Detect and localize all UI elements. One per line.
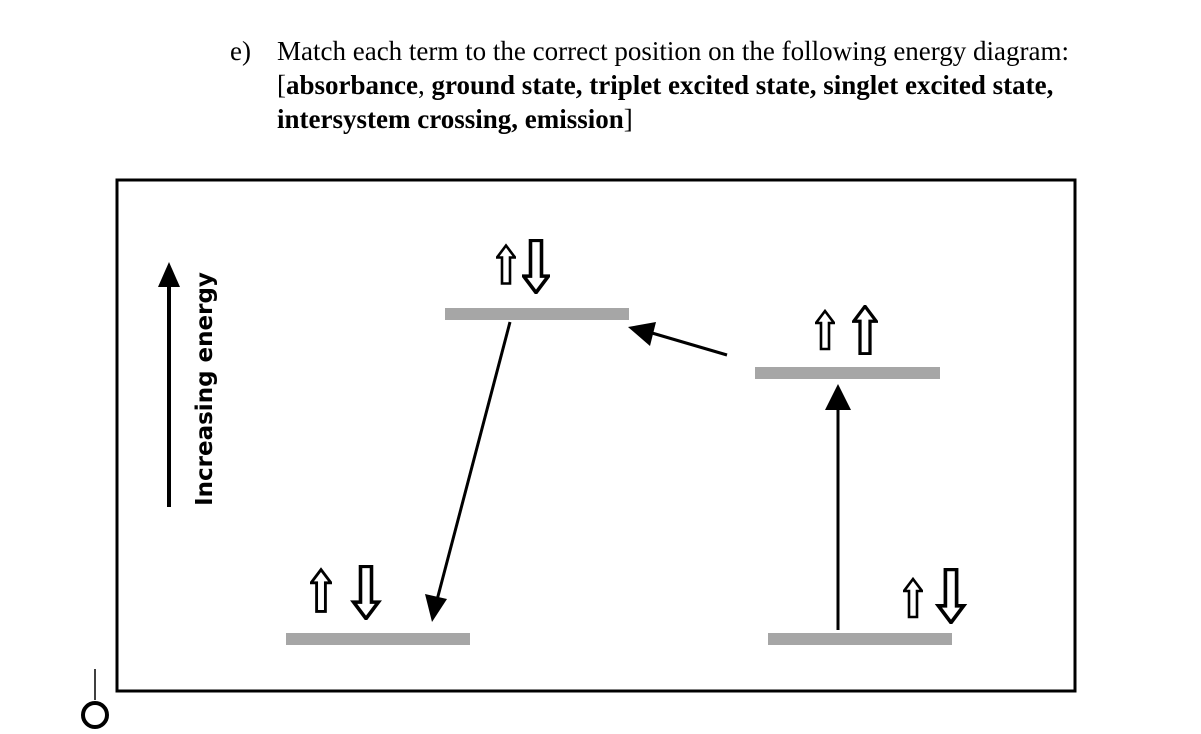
upper-level-spins <box>496 239 550 294</box>
question-intro: Match each term to the correct position … <box>277 36 1070 66</box>
term-5: emission <box>524 104 624 134</box>
axis-label: Increasing energy <box>192 272 218 506</box>
middle-level <box>755 367 940 379</box>
spin-up-icon <box>496 243 516 286</box>
middle-level-spins <box>815 305 878 355</box>
spin-down-icon <box>938 569 963 622</box>
term-1: ground state <box>431 70 576 100</box>
lower-left-spins <box>310 566 379 618</box>
crossing-transition-arrow <box>628 322 728 357</box>
spin-down-icon <box>522 239 550 294</box>
energy-axis-arrow <box>158 262 180 507</box>
lower-right-level <box>768 633 952 645</box>
upper-level <box>445 308 629 320</box>
anchor-handle[interactable] <box>81 669 109 729</box>
term-2: triplet excited state <box>589 70 810 100</box>
diagram-frame <box>115 178 1077 693</box>
term-0: absorbance <box>286 70 419 100</box>
term-4: intersystem crossing <box>277 104 512 134</box>
open-bracket: [ <box>277 70 286 100</box>
spin-down-icon <box>354 566 379 618</box>
close-bracket: ] <box>623 104 633 134</box>
vertical-transition-arrow <box>825 384 851 630</box>
downward-transition-arrow <box>425 321 512 622</box>
question-marker: e) <box>230 36 251 66</box>
lower-left-level <box>286 633 470 645</box>
question-text: Match each term to the correct position … <box>277 36 1070 134</box>
spin-up-icon <box>903 577 923 619</box>
term-3: singlet excited state <box>823 70 1047 100</box>
lower-right-spins <box>903 569 964 622</box>
spin-up-icon <box>310 567 332 614</box>
spin-up-icon <box>815 309 835 351</box>
separator: , <box>418 70 432 100</box>
spin-up-icon <box>852 305 878 355</box>
